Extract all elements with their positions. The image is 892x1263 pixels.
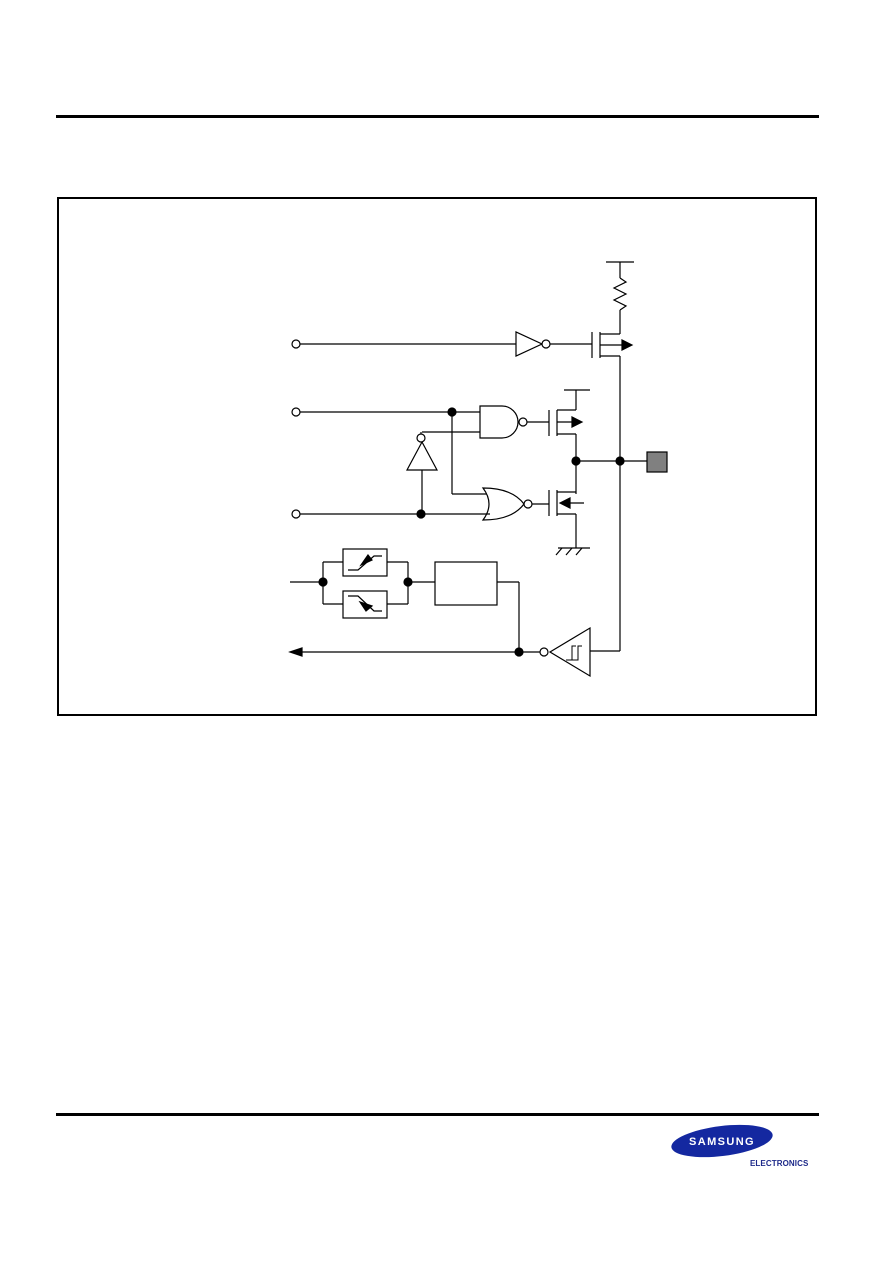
schmitt-trigger-buffer <box>288 626 620 678</box>
read-output-arrow <box>288 647 303 657</box>
pullup-enable-path <box>291 261 634 651</box>
edge-detect-block <box>290 548 520 652</box>
samsung-logo: SAMSUNG <box>671 1124 773 1158</box>
pullup-transistor <box>591 332 634 358</box>
io-pin-pad <box>646 451 668 473</box>
data-path <box>291 407 490 495</box>
pmos-driver <box>548 389 590 494</box>
pullup-resistor <box>612 277 628 311</box>
pullup-input-terminal <box>291 339 301 349</box>
mode-input-terminal <box>291 509 301 519</box>
nand-gate <box>422 405 549 439</box>
inverter-gate <box>515 331 544 357</box>
footer-rule <box>56 1113 819 1116</box>
interrupt-logic-block <box>434 561 498 606</box>
nor-gate <box>481 487 549 521</box>
logo-subtitle: ELECTRONICS <box>750 1159 809 1168</box>
nmos-driver <box>548 490 590 556</box>
logo-wordmark: SAMSUNG <box>689 1136 755 1148</box>
mode-path <box>291 509 490 519</box>
data-input-terminal <box>291 407 301 417</box>
header-rule <box>56 115 819 118</box>
mode-inverter <box>405 432 439 514</box>
output-node <box>571 451 668 473</box>
diagram-frame <box>57 197 817 716</box>
